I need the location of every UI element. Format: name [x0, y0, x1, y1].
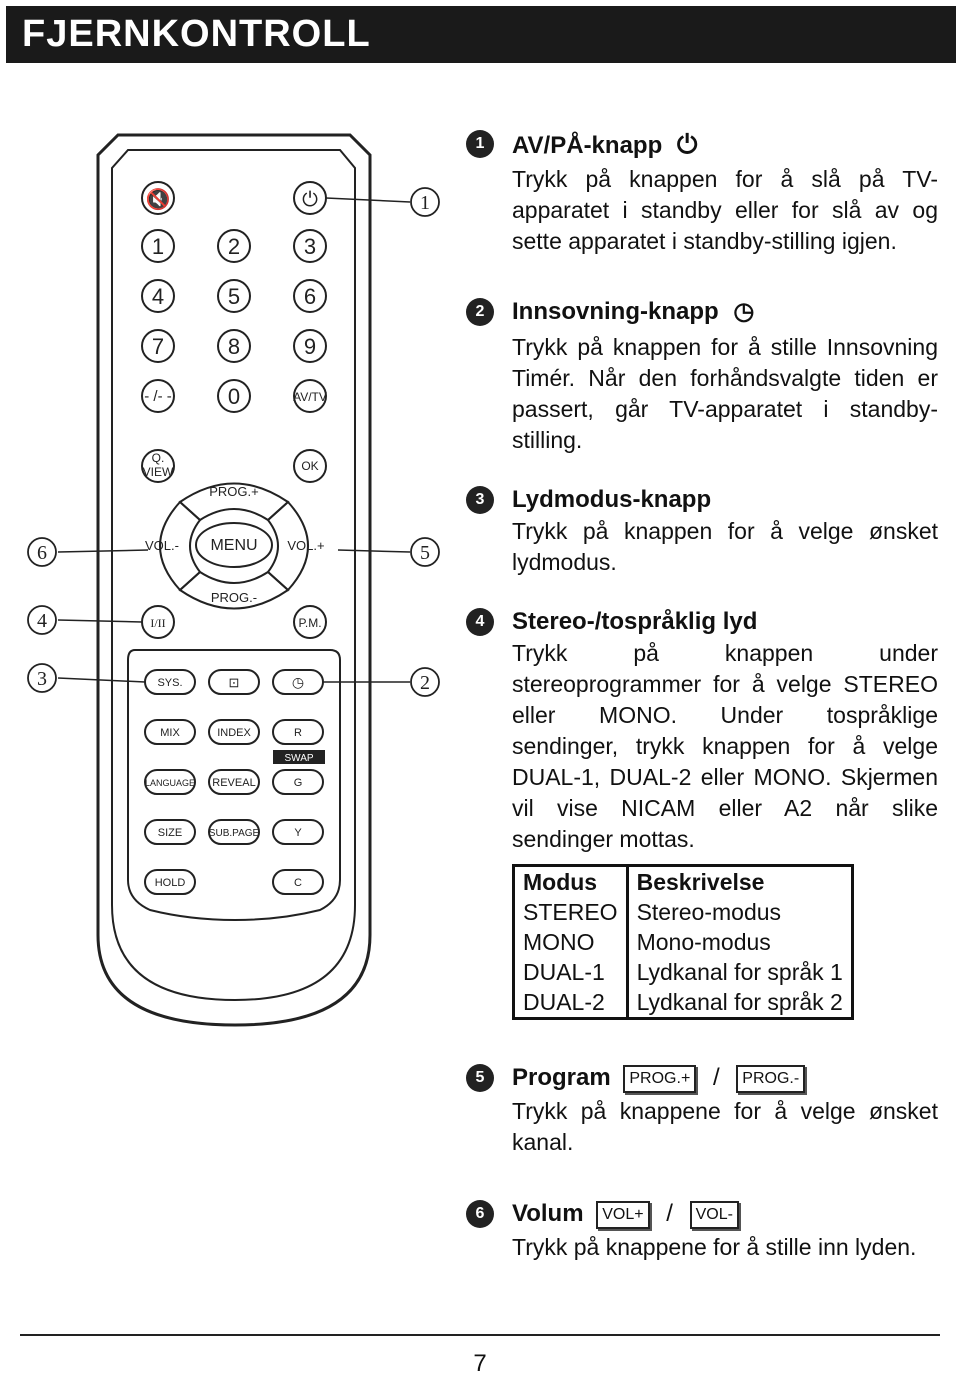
footer-divider: [20, 1334, 940, 1336]
key-1: 1: [152, 234, 164, 259]
table-row: MONO Mono-modus: [513, 927, 853, 957]
section-number: 3: [466, 486, 494, 514]
section-title: Lydmodus-knapp: [512, 486, 712, 513]
key-vol-minus: VOL.-: [145, 538, 179, 553]
mute-icon: 🔇: [146, 187, 171, 211]
key-qview-1: Q.: [152, 451, 165, 465]
key-c: C: [294, 877, 302, 889]
sleep-timer-icon: ◷: [733, 298, 755, 325]
key-menu: MENU: [210, 537, 257, 554]
power-icon: ⏻: [302, 189, 318, 211]
key-size: SIZE: [158, 827, 182, 839]
table-header: Modus: [513, 865, 629, 897]
section-body: Trykk på knappen for å slå på TV-apparat…: [512, 166, 938, 254]
key-y: Y: [294, 827, 302, 839]
section-body: Trykk på knappen under stereoprogrammer …: [512, 640, 938, 852]
key-5: 5: [228, 284, 240, 309]
vol-minus-key-icon: VOL-: [689, 1200, 739, 1229]
table-cell: STEREO: [513, 897, 629, 927]
text-insert-icon: ⊡: [229, 675, 240, 690]
key-hold: HOLD: [155, 877, 186, 889]
section-number: 2: [466, 298, 494, 326]
key-prog-plus: PROG.+: [209, 484, 259, 499]
table-cell: Lydkanal for språk 2: [636, 989, 843, 1015]
key-language: LANGUAGE: [145, 778, 195, 788]
key-i-ii: I/II: [150, 616, 165, 630]
section-title: AV/PÅ-knapp ⏻: [512, 129, 698, 159]
power-icon: ⏻: [676, 129, 698, 159]
section-number: 6: [466, 1200, 494, 1228]
section-title: Innsovning-knapp ◷: [512, 296, 754, 328]
remote-illustration: 🔇 ⏻ 1 2 3 4 5 6 7 8 9 0 - /- - AV/TV Q. …: [0, 120, 470, 1050]
page-number: 7: [473, 1350, 487, 1377]
table-row: DUAL-1 Lydkanal for språk 1: [513, 957, 853, 987]
key-3: 3: [304, 234, 316, 259]
section-number: 4: [466, 608, 494, 636]
key-pm: P.M.: [298, 616, 321, 630]
table-cell: Mono-modus: [636, 929, 771, 955]
remote-lower-panel: [127, 649, 341, 922]
key-ok: OK: [301, 459, 318, 473]
section-title: Volum VOL+ / VOL-: [512, 1198, 745, 1230]
key-qview-2: VIEW: [143, 465, 174, 479]
table-cell: DUAL-2: [513, 987, 629, 1019]
callout-5: 5: [420, 542, 430, 564]
callout-3: 3: [37, 668, 47, 690]
callout-2: 2: [420, 672, 430, 694]
table-cell: Stereo-modus: [636, 899, 782, 925]
section-body: Trykk på knappene for å velge ønsket kan…: [512, 1098, 938, 1155]
section-title: Program PROG.+ / PROG.-: [512, 1062, 811, 1094]
table-cell: DUAL-1: [513, 957, 629, 987]
key-mix: MIX: [160, 727, 180, 739]
key-swap: SWAP: [284, 753, 313, 764]
key-7: 7: [152, 334, 164, 359]
key-4: 4: [152, 284, 164, 309]
section-body: Trykk på knappen for å stille Innsovning…: [512, 334, 938, 453]
table-row: STEREO Stereo-modus: [513, 897, 853, 927]
section-title: Stereo-/tospråklig lyd: [512, 608, 758, 635]
key-0: 0: [228, 384, 240, 409]
sleep-timer-icon: ◷: [292, 674, 304, 690]
key-prog-minus: PROG.-: [211, 590, 257, 605]
table-row: DUAL-2 Lydkanal for språk 2: [513, 987, 853, 1019]
section-number: 5: [466, 1064, 494, 1092]
table-header: Beskrivelse: [636, 869, 765, 895]
table-cell: MONO: [513, 927, 629, 957]
prog-plus-key-icon: PROG.+: [623, 1064, 697, 1093]
key-vol-plus: VOL.+: [287, 538, 324, 553]
section-number: 1: [466, 130, 494, 158]
callout-4: 4: [37, 610, 47, 632]
section-body: Trykk på knappen for å velge ønsket lydm…: [512, 518, 938, 575]
mode-table: Modus Beskrivelse STEREO Stereo-modus MO…: [512, 864, 854, 1020]
remote-body-outline: [96, 133, 372, 1027]
key-2: 2: [228, 234, 240, 259]
page-title: FJERNKONTROLL: [6, 6, 956, 63]
key-avtv: AV/TV: [293, 390, 327, 404]
callout-1: 1: [420, 192, 430, 214]
key-8: 8: [228, 334, 240, 359]
separator: /: [712, 1064, 720, 1091]
key-9: 9: [304, 334, 316, 359]
vol-plus-key-icon: VOL+: [596, 1200, 650, 1229]
table-cell: Lydkanal for språk 1: [636, 959, 843, 985]
key-dash: - /- -: [144, 388, 172, 405]
key-reveal: REVEAL: [212, 777, 255, 789]
key-index: INDEX: [217, 727, 251, 739]
prog-minus-key-icon: PROG.-: [736, 1064, 806, 1093]
table-header-row: Modus Beskrivelse: [513, 865, 853, 897]
key-r: R: [294, 727, 302, 739]
remote-body-inner: [111, 149, 356, 1002]
key-g: G: [294, 777, 303, 789]
key-sys: SYS.: [157, 677, 182, 689]
key-subpage: SUB.PAGE: [209, 828, 260, 839]
callout-6: 6: [37, 542, 47, 564]
key-6: 6: [304, 284, 316, 309]
section-body: Trykk på knappene for å stille inn lyden…: [512, 1234, 917, 1260]
separator: /: [666, 1200, 673, 1227]
